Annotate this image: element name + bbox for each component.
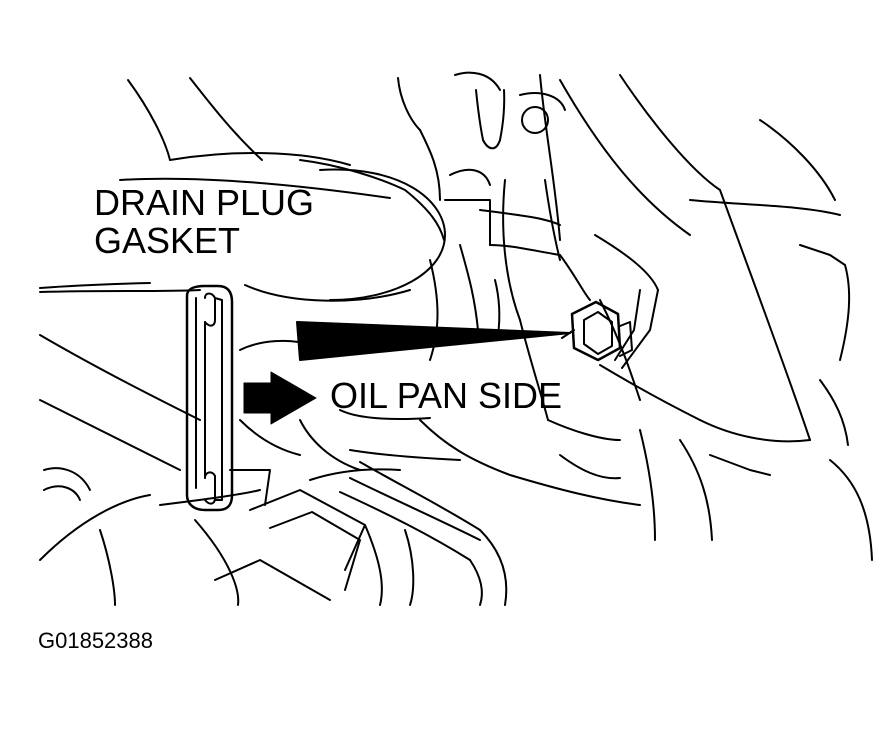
drain-plug-gasket-label-line2: GASKET [94, 220, 241, 261]
oil-pan-side-label: OIL PAN SIDE [330, 375, 563, 416]
upper-left-housing [39, 77, 406, 293]
oil-pan-side-arrow [243, 371, 317, 425]
pointer-wedge [296, 321, 571, 361]
drain-plug-gasket [185, 284, 234, 512]
oil-pan-body [559, 119, 873, 561]
drain-plug-gasket-label: DRAIN PLUG GASKET [94, 184, 314, 260]
lower-bracket [309, 299, 641, 606]
central-housing [419, 129, 561, 361]
top-pipe [397, 71, 721, 241]
figure-code: G01852388 [38, 628, 153, 653]
drain-plug-bolt [561, 300, 633, 362]
ellipse-boss [244, 168, 446, 302]
drain-plug-gasket-label-line1: DRAIN PLUG [94, 182, 315, 223]
